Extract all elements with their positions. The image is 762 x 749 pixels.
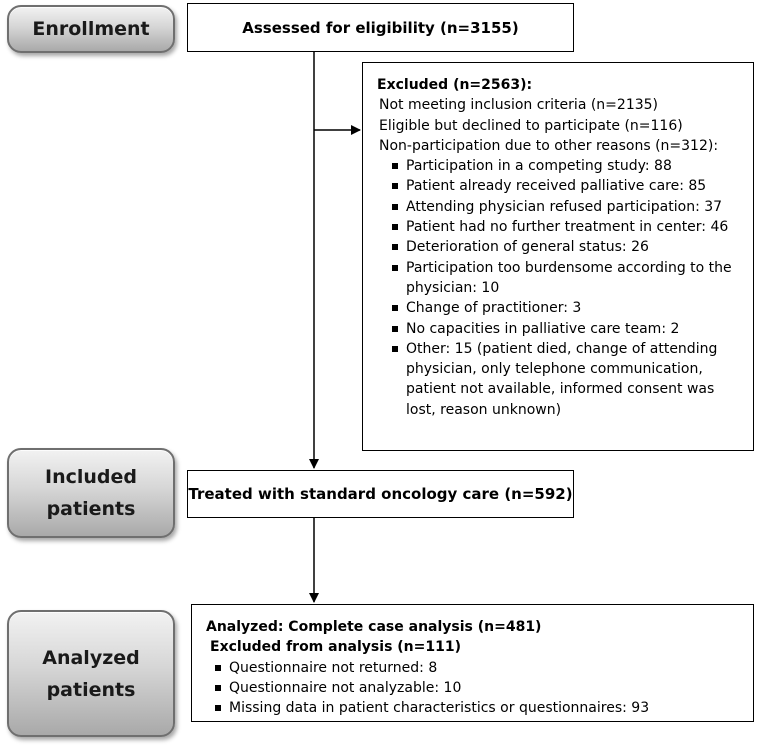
stage-analyzed-line-1: Analyzed [42,646,140,669]
list-item: Participation in a competing study: 88 [391,156,743,176]
list-item: Questionnaire not returned: 8 [214,658,743,678]
list-item: Questionnaire not analyzable: 10 [214,678,743,698]
list-item: Patient already received palliative care… [391,176,743,196]
list-item: Missing data in patient characteristics … [214,698,743,718]
list-item: Participation too burdensome according t… [391,258,743,299]
treated-text: Treated with standard oncology care (n=5… [188,485,573,503]
list-item: Deterioration of general status: 26 [391,237,743,257]
other-reasons-list: Participation in a competing study: 88 P… [377,156,743,420]
analysis-excluded-title: Excluded from analysis (n=111) [210,639,461,656]
stage-analyzed-line-2: patients [46,678,136,701]
list-item: Other: 15 (patient died, change of atten… [391,339,743,420]
list-item: Patient had no further treatment in cent… [391,217,743,237]
list-item: No capacities in palliative care team: 2 [391,319,743,339]
stage-enrollment: Enrollment [7,5,175,53]
list-item: Attending physician refused participatio… [391,197,743,217]
excluded-box: Excluded (n=2563): Not meeting inclusion… [362,62,754,451]
stage-included-patients: Included patients [7,448,175,538]
assessed-box: Assessed for eligibility (n=3155) [187,3,574,52]
stage-included-line-2: patients [46,498,136,520]
excluded-reason-1: Not meeting inclusion criteria (n=2135) [379,97,659,114]
stage-included-line-1: Included [45,466,137,488]
excluded-title: Excluded (n=2563): [377,77,533,93]
excluded-reason-2: Eligible but declined to participate (n=… [379,117,683,134]
analysis-box: Analyzed: Complete case analysis (n=481)… [191,604,754,722]
stage-analyzed-patients: Analyzed patients [7,610,175,737]
excluded-reason-3: Non-participation due to other reasons (… [379,137,719,154]
assessed-text: Assessed for eligibility (n=3155) [242,18,519,37]
analysis-title: Analyzed: Complete case analysis (n=481) [206,619,542,635]
stage-enrollment-label: Enrollment [32,18,150,40]
treated-box: Treated with standard oncology care (n=5… [187,470,574,518]
analysis-excluded-list: Questionnaire not returned: 8 Questionna… [206,658,743,719]
list-item: Change of practitioner: 3 [391,298,743,318]
